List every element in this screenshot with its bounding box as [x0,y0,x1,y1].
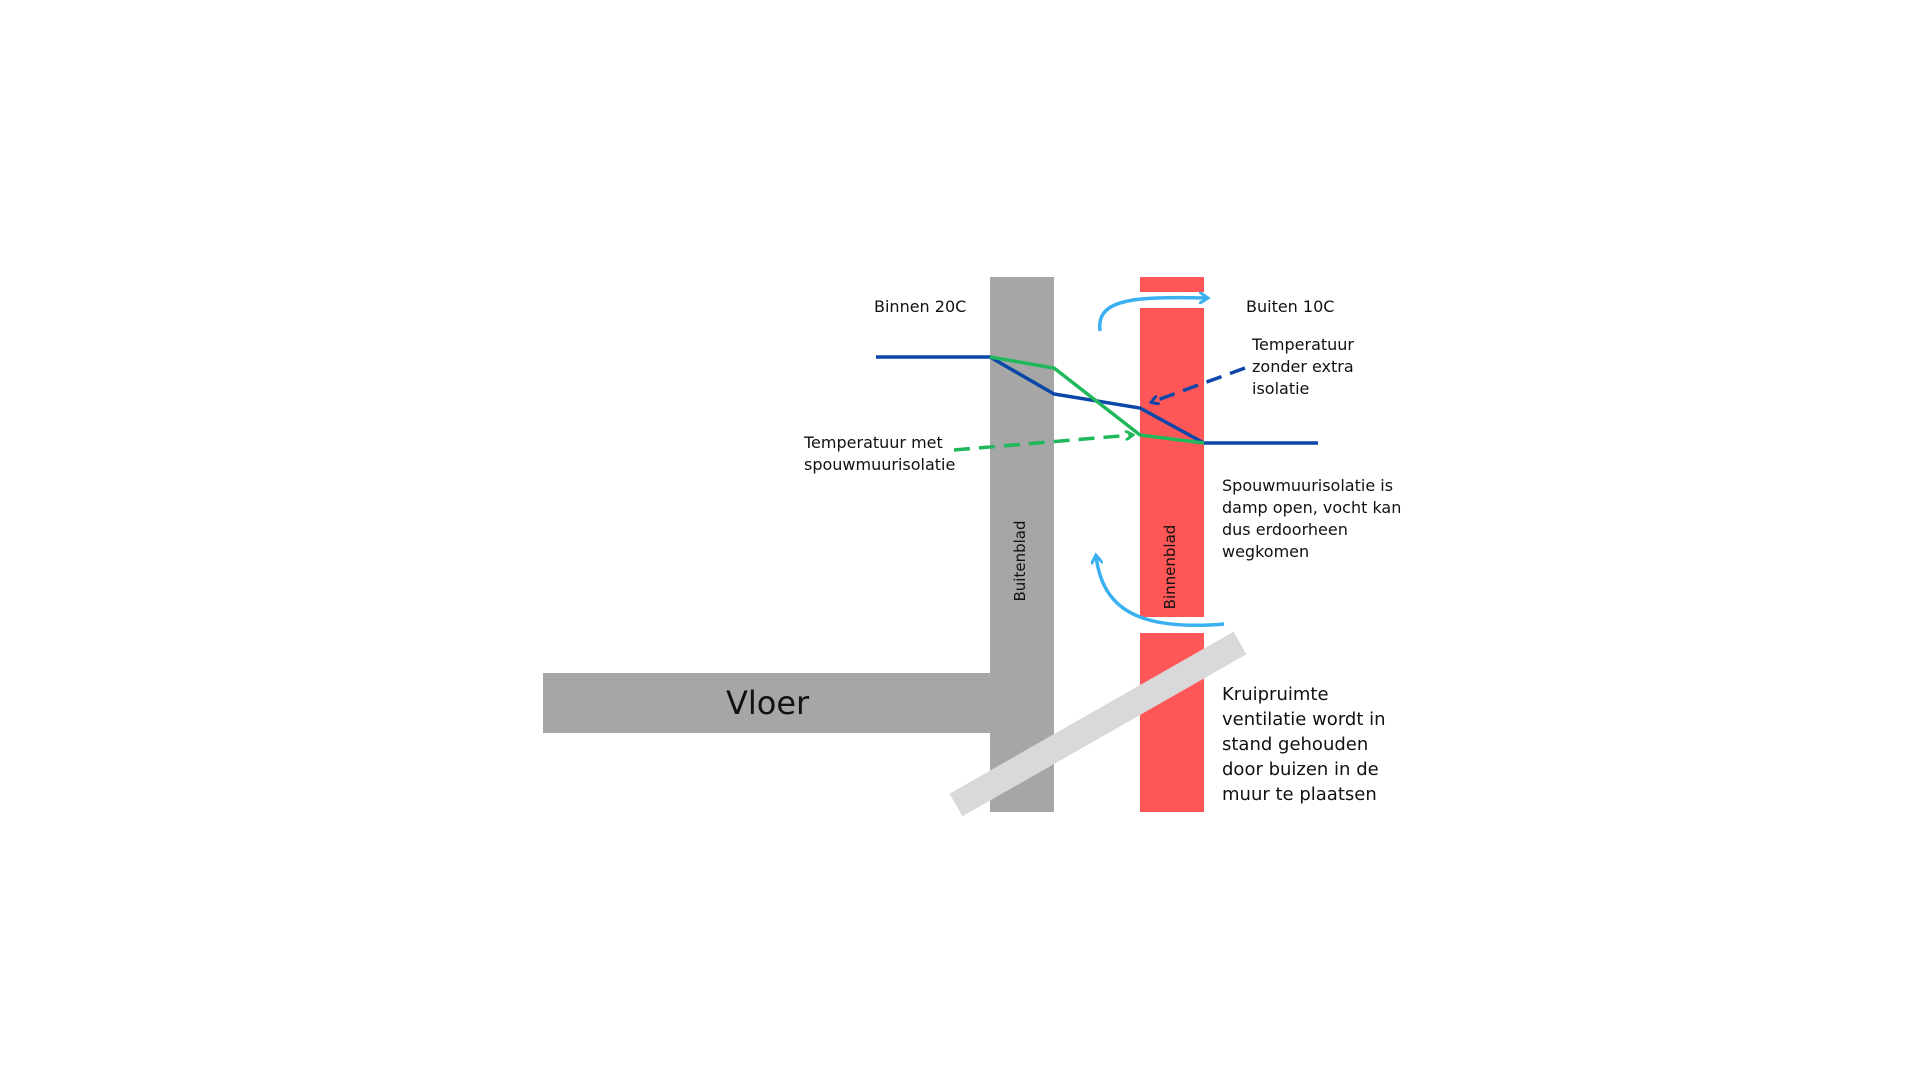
inner-leaf-top-segment [1140,277,1204,292]
pointer-arrow-with-insulation [953,435,1132,452]
temperature-without-line-1: Temperatuur [1252,335,1354,354]
crawlspace-note: Kruipruimte ventilatie wordt in stand ge… [1222,682,1386,807]
pointer-arrow-without-insulation [1152,366,1246,402]
airflow-arrow-bottom [1096,556,1225,627]
crawlspace-note-line-1: Kruipruimte [1222,684,1329,705]
outer-leaf-label: Buitenblad [1011,520,1029,602]
insulation-note-line-1: Spouwmuurisolatie is [1222,476,1394,495]
crawlspace-note-line-3: stand gehouden [1222,734,1369,755]
inner-leaf-middle-segment [1140,308,1204,617]
temperature-without-insulation-label: Temperatuur zonder extra isolatie [1252,334,1354,400]
crawlspace-note-line-4: door buizen in de [1222,759,1379,780]
outside-temperature-label: Buiten 10C [1246,297,1335,316]
floor-label: Vloer [726,684,810,722]
inside-temperature-label: Binnen 20C [874,297,967,316]
airflow-arrow-top [1098,298,1207,332]
insulation-note-line-3: dus erdoorheen [1222,520,1348,539]
temperature-with-insulation-label: Temperatuur met spouwmuurisolatie [804,432,955,476]
temperature-without-line-2: zonder extra [1252,357,1354,376]
insulation-note-line-4: wegkomen [1222,542,1310,561]
inner-leaf-label: Binnenblad [1161,524,1179,610]
temperature-with-line-2: spouwmuurisolatie [804,455,956,474]
crawlspace-note-line-5: muur te plaatsen [1222,784,1377,805]
floor-slab [543,673,1048,733]
temperature-with-line-1: Temperatuur met [804,433,943,452]
insulation-note: Spouwmuurisolatie is damp open, vocht ka… [1222,475,1401,563]
crawlspace-note-line-2: ventilatie wordt in [1222,709,1386,730]
temperature-line-with-insulation [989,355,1205,445]
insulation-note-line-2: damp open, vocht kan [1222,498,1402,517]
temperature-without-line-3: isolatie [1252,379,1310,398]
ventilation-pipe [949,631,1247,817]
